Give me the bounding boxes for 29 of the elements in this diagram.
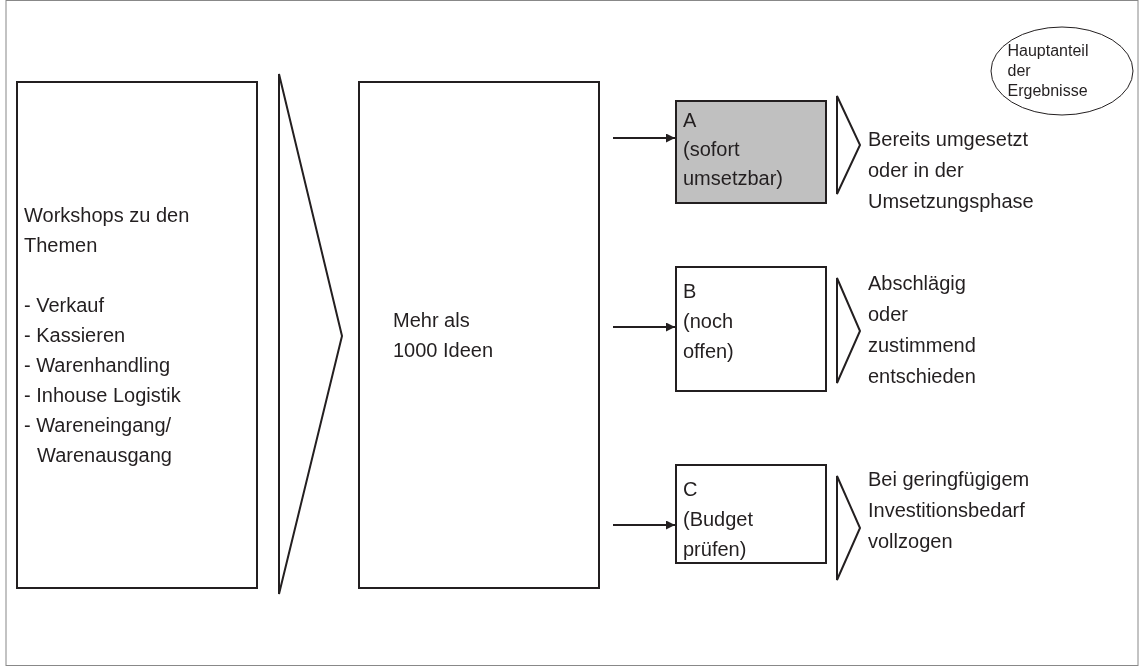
result-text: Bei geringfügigem Investitionsbedarf vollzogen [868,467,1031,554]
box-text: (sofort umsetzbar) [683,137,785,191]
process-box [358,81,600,589]
box-text: A [683,108,698,133]
category-box [675,464,827,564]
arrow [612,520,676,530]
list-item: - Verkauf [24,293,106,318]
box-text: B [683,279,698,304]
arrow [612,133,676,143]
list-item: - Wareneingang/ Warenausgang [24,413,173,468]
category-box [675,100,827,204]
note-text: Hauptanteil der Ergebnisse [1007,41,1090,101]
category-box [675,266,827,392]
result-text: Abschlägig oder zustimmend entschieden [868,271,977,389]
process-box [16,81,258,589]
box-text: C [683,477,699,502]
box-text: Mehr als 1000 Ideen [393,308,495,363]
chevron-arrow [836,277,862,384]
chevron-arrow [278,73,344,595]
box-text: (Budget prüfen) [683,507,755,562]
heading-text: Workshops zu den Themen [24,203,191,258]
list-item: - Warenhandling [24,353,171,378]
list-item: - Inhouse Logistik [24,383,182,408]
list-item: - Kassieren [24,323,127,348]
result-text: Bereits umgesetzt oder in der Umsetzungsphase [868,127,1035,214]
chevron-arrow [836,95,862,195]
chevron-arrow [836,475,862,581]
box-text: (noch offen) [683,309,735,364]
arrow [612,322,676,332]
